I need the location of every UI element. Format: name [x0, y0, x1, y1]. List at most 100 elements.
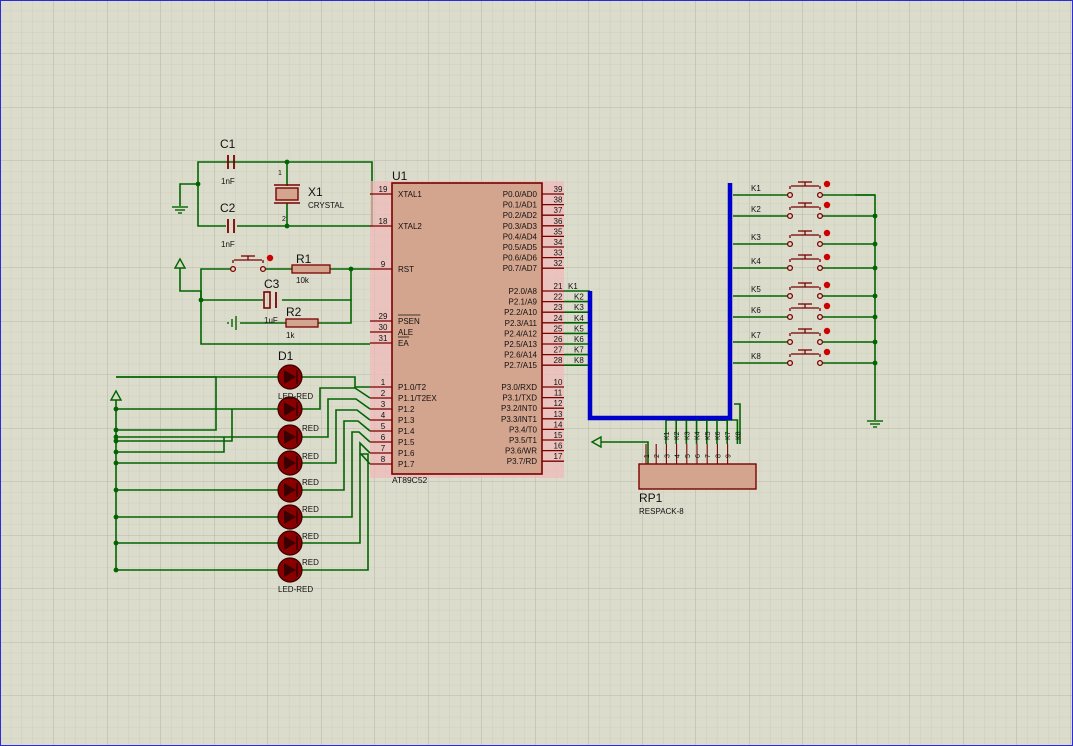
junction-dot: [872, 213, 878, 219]
key-label: K2: [751, 205, 761, 214]
pin-name-right: P3.5/T1: [509, 436, 538, 445]
led-3: [277, 424, 303, 450]
respack-rp1: [638, 463, 757, 490]
junction-dot: [113, 406, 119, 412]
x1-pin1: 1: [278, 170, 282, 177]
pin-number-right: 33: [554, 249, 563, 258]
chip-body: [391, 182, 543, 475]
pin-number-right: 35: [554, 227, 563, 236]
rp1-pin-number: 1: [644, 454, 651, 458]
wire: [302, 420, 371, 491]
pin-name-right: P3.3/INT1: [501, 415, 538, 424]
pin-name-left: ALE: [398, 328, 413, 337]
key-label: K3: [751, 233, 761, 242]
pin-number-left: 4: [381, 411, 386, 420]
pin-number-right: 39: [554, 185, 563, 194]
junction-dot: [284, 223, 290, 229]
pin-number-left: 19: [379, 185, 388, 194]
resistor-r1: [291, 264, 331, 274]
net-label: K4: [574, 314, 584, 323]
ground-symbol: [867, 420, 883, 428]
pin-name-left: XTAL1: [398, 190, 422, 199]
junction-dot: [113, 438, 119, 444]
key-label: K8: [751, 352, 761, 361]
net-label: K5: [574, 324, 584, 333]
pin-name-left: PSEN: [398, 317, 420, 326]
led-label: RED: [302, 424, 319, 433]
rp1-net-label: K5: [705, 431, 712, 440]
c3-value: 1uF: [264, 316, 278, 325]
wire: [601, 441, 649, 464]
pin-name-right: P0.4/AD4: [503, 232, 538, 241]
pin-name-left: P1.1/T2EX: [398, 394, 437, 403]
c1-value: 1nF: [221, 177, 235, 186]
rp1-pin-number: 7: [705, 454, 712, 458]
junction-dot: [113, 460, 119, 466]
bus-line: [587, 183, 733, 421]
rp1-net-label: K1: [664, 431, 671, 440]
wire: [734, 403, 741, 444]
junction-dot: [195, 181, 201, 187]
pin-name-right: P3.1/TXD: [502, 394, 537, 403]
c2-ref: C2: [220, 201, 236, 215]
pin-number-right: 14: [554, 420, 563, 429]
wire: [116, 409, 233, 442]
wire: [302, 441, 371, 544]
pin-number-right: 26: [554, 335, 563, 344]
power-symbol: [173, 257, 187, 269]
net-label: K3: [574, 303, 584, 312]
wire: [855, 194, 876, 420]
pin-number-right: 32: [554, 259, 563, 268]
pin-number-left: 9: [381, 260, 386, 269]
key-button-k1: [786, 180, 831, 199]
pin-number-right: 11: [554, 389, 563, 398]
capacitor-c3: [263, 291, 271, 309]
rp1-net-label: K7: [725, 431, 732, 440]
pin-number-left: 29: [379, 312, 388, 321]
capacitor-c1: [227, 155, 235, 169]
key-button-k6: [786, 302, 831, 321]
led-label: LED-RED: [278, 392, 313, 401]
pin-number-right: 16: [554, 442, 563, 451]
net-label: K2: [574, 293, 584, 302]
junction-dot: [872, 293, 878, 299]
pin-number-left: 2: [381, 389, 386, 398]
pin-name-right: P0.2/AD2: [503, 211, 538, 220]
junction-dot: [284, 159, 290, 165]
r1-value: 10k: [296, 276, 310, 285]
pin-name-right: P0.3/AD3: [503, 222, 538, 231]
pin-name-right: P0.7/AD7: [503, 264, 538, 273]
pin-number-right: 28: [554, 356, 563, 365]
key-label: K4: [751, 257, 761, 266]
wire: [302, 398, 371, 438]
pin-number-right: 12: [554, 399, 563, 408]
junction-dot: [872, 360, 878, 366]
rp1-pin-number: 5: [685, 454, 692, 458]
key-button-k3: [786, 229, 831, 248]
led-label: RED: [302, 532, 319, 541]
pin-name-left: P1.5: [398, 438, 415, 447]
pin-name-right: P2.3/A11: [505, 319, 538, 328]
pin-number-left: 31: [379, 334, 388, 343]
pin-name-right: P2.7/A15: [504, 361, 537, 370]
rp1-pin-number: 9: [726, 454, 733, 458]
led-6: [277, 504, 303, 530]
rp1-net-label: K8: [735, 431, 742, 440]
pin-number-left: 30: [379, 323, 388, 332]
pin-name-right: P0.6/AD6: [503, 254, 538, 263]
junction-dot: [113, 449, 119, 455]
pin-number-left: 6: [381, 433, 386, 442]
wire: [302, 387, 371, 410]
junction-dot: [113, 487, 119, 493]
key-button-k5: [786, 281, 831, 300]
key-label: K1: [751, 184, 761, 193]
wire: [302, 453, 371, 571]
wire: [302, 409, 371, 464]
pin-number-right: 17: [554, 452, 563, 461]
pin-number-right: 13: [554, 410, 563, 419]
junction-dot: [872, 241, 878, 247]
pin-name-right: P2.0/A8: [509, 287, 538, 296]
rp1-net-label: K6: [715, 431, 722, 440]
wire: [197, 184, 226, 227]
